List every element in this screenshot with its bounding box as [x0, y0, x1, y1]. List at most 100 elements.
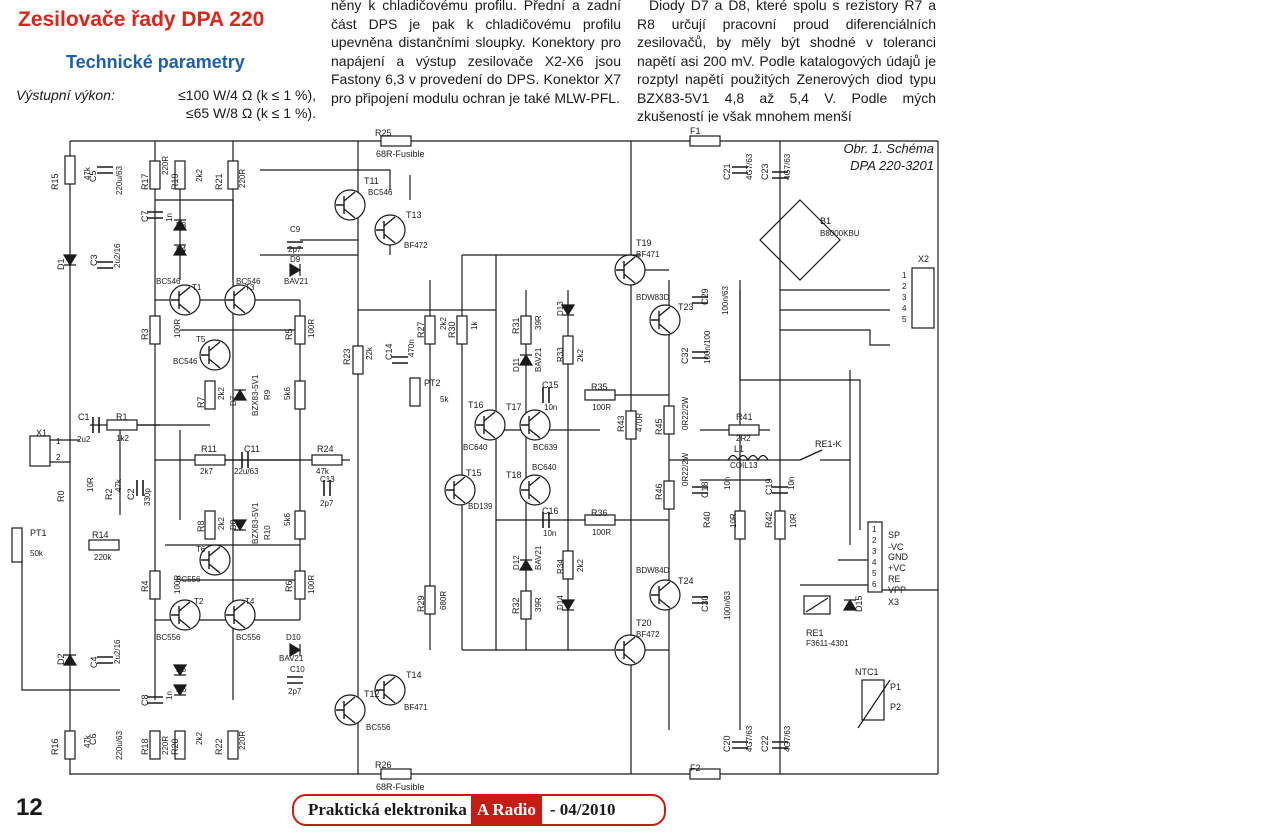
label-gnd: GND: [888, 552, 909, 562]
label-c7v: 1n: [165, 213, 174, 222]
label-r31: R31: [511, 317, 521, 334]
capacitor-symbol: [772, 171, 788, 179]
diode-symbol: [518, 353, 534, 366]
transistor-symbol: [614, 254, 646, 286]
magazine-brand: A Radio: [470, 796, 542, 824]
label-d6: D6: [176, 685, 187, 694]
capacitor-symbol: [542, 387, 550, 403]
label-d7t: BZX83-5V1: [251, 374, 260, 416]
label-r41v: 2R2: [736, 434, 751, 443]
capacitor-symbol: [97, 261, 113, 269]
label-r43v: 470R: [635, 413, 644, 432]
label-r21: R21: [214, 173, 224, 190]
transistor-symbol: [199, 339, 231, 371]
label-c19: C19: [764, 478, 774, 495]
label-r3v: 100R: [173, 319, 182, 338]
label-c5: C5: [88, 170, 98, 182]
label-r34: R34: [556, 559, 565, 574]
label-r27: R27: [416, 321, 426, 338]
label-re: RE: [888, 574, 901, 584]
label-t17: T17: [506, 402, 522, 412]
transistor-symbol: [649, 304, 681, 336]
resistor-symbol: [227, 730, 239, 760]
label-r42: R42: [764, 511, 774, 528]
capacitor-symbol: [241, 452, 249, 468]
label-c16v: 10n: [543, 529, 556, 538]
text-column-2: něny k chladičovému profilu. Přední a za…: [331, 0, 621, 122]
label-t3: T3: [245, 283, 255, 292]
label-x2p4: 4: [902, 304, 907, 313]
label-r22: R22: [214, 738, 224, 755]
label-x2p2: 2: [902, 282, 907, 291]
label-r27v: 2k2: [439, 317, 448, 330]
resistor-symbol: [663, 405, 675, 435]
transistor-symbol: [171, 601, 191, 629]
transistor-symbol: [224, 284, 256, 316]
potentiometer-pt1: [11, 527, 23, 563]
transistor-symbol: [374, 214, 406, 246]
transistor-symbol: [226, 286, 246, 314]
label-r36: R36: [591, 508, 608, 518]
transistor-symbol: [334, 694, 366, 726]
label-c6v: 220u/63: [115, 731, 124, 760]
transistor-symbol: [519, 474, 551, 506]
label-t18t: BC640: [532, 463, 557, 472]
label-t4: T4: [245, 597, 255, 606]
label-t23t: BDW83D: [636, 293, 670, 302]
label-d4: D4: [176, 245, 187, 254]
transistor-symbol: [169, 599, 201, 631]
label-t15t: BD139: [468, 502, 493, 511]
label-r43: R43: [616, 415, 626, 432]
label-r31v: 39R: [534, 315, 543, 330]
label-pvc: +VC: [888, 563, 906, 573]
schematic-wires: [21, 140, 939, 775]
transistor-symbol: [376, 676, 396, 704]
label-r35v: 100R: [592, 403, 611, 412]
diode-symbol: [172, 243, 188, 256]
label-r19: R19: [170, 173, 180, 190]
diode-symbol: [172, 664, 188, 677]
label-d13: D13: [556, 301, 565, 316]
spec-value-4ohm: ≤100 W/4 Ω (k ≤ 1 %),: [178, 87, 316, 103]
label-p2: P2: [890, 702, 901, 712]
label-b1t: B8000KBU: [820, 229, 860, 238]
label-c22v: 4G7/63: [783, 725, 792, 752]
label-r30: R30: [447, 321, 457, 338]
resistor-symbol: [106, 419, 138, 431]
label-c11: C11: [244, 444, 260, 454]
label-r6: R6: [284, 580, 294, 592]
label-t13t: BF472: [404, 241, 428, 250]
capacitor-symbol: [287, 241, 303, 249]
resistor-symbol: [456, 315, 468, 345]
label-c3v: 2u2/16: [113, 243, 122, 268]
transistor-symbol: [446, 476, 466, 504]
resistor-symbol: [352, 345, 364, 375]
label-sp: SP: [888, 530, 900, 540]
label-r21v: 220R: [238, 169, 247, 188]
resistor-symbol: [584, 389, 616, 401]
label-r9: R9: [263, 389, 272, 400]
label-r8: R8: [196, 520, 206, 532]
diode-symbol: [62, 653, 78, 666]
magazine-footer: Praktická elektronika A Radio - 04/2010: [292, 794, 666, 826]
label-c20v: 4G7/63: [745, 725, 754, 752]
diode-symbol: [518, 558, 534, 571]
label-r24v: 47k: [316, 467, 330, 476]
label-r19v: 220R: [161, 156, 170, 175]
label-r33: R33: [556, 347, 565, 362]
label-re1: RE1: [806, 628, 824, 638]
label-x3p4: 4: [872, 558, 877, 567]
label-f2: F2: [690, 763, 701, 773]
label-d7: D7: [229, 395, 238, 406]
transistor-symbol: [376, 216, 396, 244]
label-r29: R29: [416, 595, 426, 612]
label-c9: C9: [290, 225, 301, 234]
capacitor-symbol: [147, 696, 163, 704]
label-t20: T20: [636, 618, 652, 628]
label-n1: 1: [56, 437, 61, 446]
label-c16: C16: [542, 506, 559, 516]
label-c3: C3: [89, 254, 99, 266]
transistor-symbol: [336, 191, 356, 219]
magazine-issue: - 04/2010: [549, 800, 616, 819]
label-r18: R18: [140, 738, 150, 755]
